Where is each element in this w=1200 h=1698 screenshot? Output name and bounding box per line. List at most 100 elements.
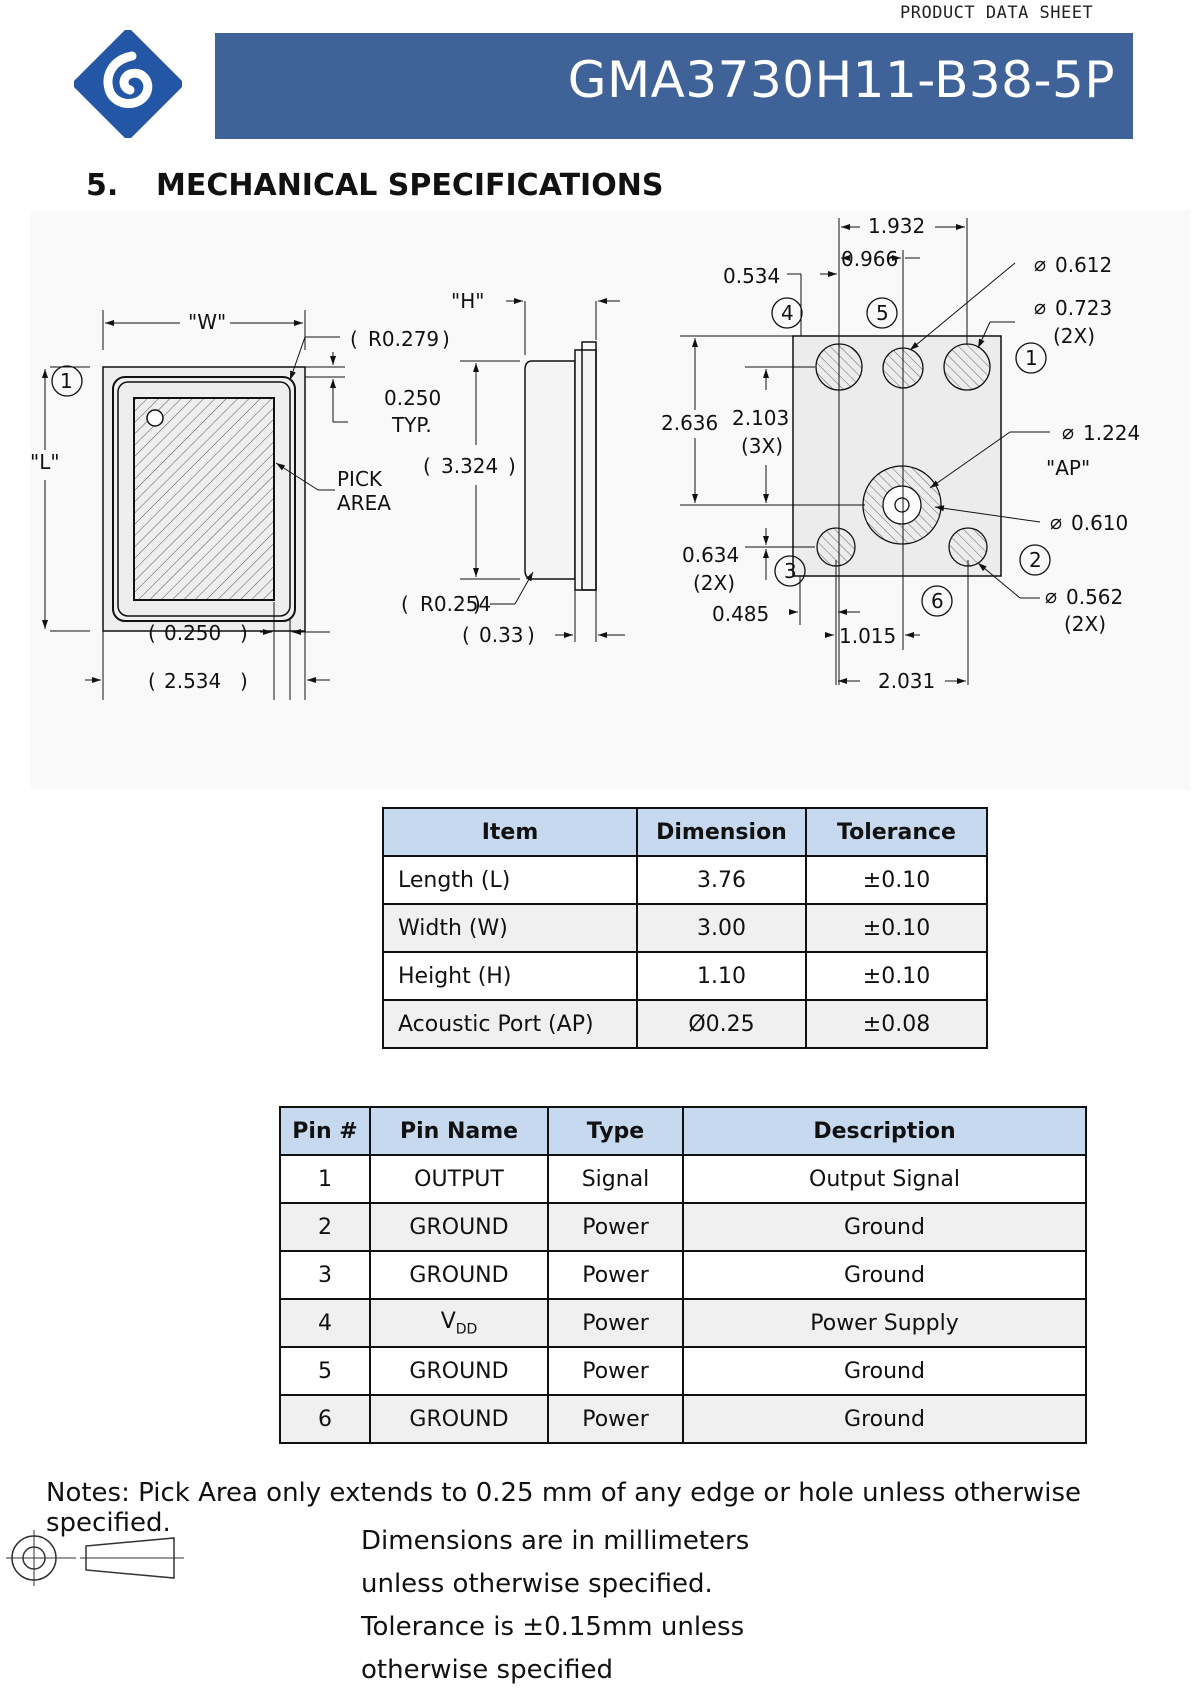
- table-row: Length (L) 3.76 ±0.10: [382, 855, 988, 905]
- svg-text:"L": "L": [30, 450, 60, 474]
- pin-table: Pin # Pin Name Type Description 1 OUTPUT…: [279, 1106, 1087, 1444]
- pin-description-cell: Ground: [682, 1202, 1087, 1252]
- column-header: Description: [682, 1106, 1087, 1156]
- table-row: Width (W) 3.00 ±0.10: [382, 903, 988, 953]
- note-line: Dimensions are in millimeters: [361, 1526, 750, 1556]
- pin-description-cell: Power Supply: [682, 1298, 1087, 1348]
- svg-text:(: (: [148, 621, 156, 645]
- pin-name-cell: GROUND: [369, 1250, 549, 1300]
- svg-text:(: (: [423, 454, 431, 478]
- svg-text:0.610: 0.610: [1071, 511, 1128, 535]
- svg-text:): ): [473, 592, 481, 616]
- svg-text:0.966: 0.966: [841, 247, 898, 271]
- pin-number-cell: 4: [279, 1298, 371, 1348]
- svg-text:0.534: 0.534: [723, 264, 780, 288]
- column-header: Tolerance: [805, 807, 988, 857]
- item-cell: Acoustic Port (AP): [382, 999, 638, 1049]
- pin-description-cell: Ground: [682, 1346, 1087, 1396]
- projection-symbol-icon: [6, 1530, 184, 1586]
- svg-text:"H": "H": [451, 289, 484, 313]
- pin-name-cell: GROUND: [369, 1202, 549, 1252]
- top-view-labels: "W" "L" 1 R0.279 0.250 TYP. PICK AREA 0.…: [30, 310, 450, 693]
- dimension-cell: Ø0.25: [636, 999, 807, 1049]
- pin-description-cell: Ground: [682, 1394, 1087, 1444]
- svg-text:1.224: 1.224: [1083, 421, 1140, 445]
- svg-text:): ): [240, 669, 248, 693]
- column-header: Pin #: [279, 1106, 371, 1156]
- column-header: Item: [382, 807, 638, 857]
- svg-text:3: 3: [784, 559, 797, 583]
- table-row: 1 OUTPUT Signal Output Signal: [279, 1154, 1087, 1204]
- svg-text:(3X): (3X): [741, 434, 783, 458]
- notes-text: Notes: Pick Area only extends to 0.25 mm…: [46, 1478, 1081, 1538]
- title-banner: GMA3730H11-B38-5P: [215, 33, 1133, 139]
- tolerance-cell: ±0.10: [805, 855, 988, 905]
- dimension-cell: 3.00: [636, 903, 807, 953]
- section-title: MECHANICAL SPECIFICATIONS: [156, 168, 664, 203]
- svg-text:): ): [527, 623, 535, 647]
- svg-text:2.636: 2.636: [661, 411, 718, 435]
- dimension-cell: 1.10: [636, 951, 807, 1001]
- svg-text:⌀: ⌀: [1062, 420, 1074, 444]
- pin-type-cell: Power: [547, 1346, 684, 1396]
- pin-name-cell: OUTPUT: [369, 1154, 549, 1204]
- table-row: 2 GROUND Power Ground: [279, 1202, 1087, 1252]
- svg-text:0.723: 0.723: [1055, 296, 1112, 320]
- svg-text:0.612: 0.612: [1055, 253, 1112, 277]
- pin-table-header: Pin # Pin Name Type Description: [279, 1106, 1087, 1156]
- svg-text:3.324: 3.324: [441, 454, 498, 478]
- svg-text:0.250: 0.250: [384, 386, 441, 410]
- svg-text:R0.254: R0.254: [420, 592, 491, 616]
- svg-text:(2X): (2X): [1064, 612, 1106, 636]
- svg-text:6: 6: [931, 589, 944, 613]
- svg-text:⌀: ⌀: [1034, 252, 1046, 276]
- svg-text:(: (: [401, 592, 409, 616]
- svg-text:2: 2: [1029, 548, 1042, 572]
- svg-text:0.634: 0.634: [682, 543, 739, 567]
- table-row: 6 GROUND Power Ground: [279, 1394, 1087, 1444]
- item-cell: Width (W): [382, 903, 638, 953]
- pin-type-cell: Power: [547, 1250, 684, 1300]
- table-row: Acoustic Port (AP) Ø0.25 ±0.08: [382, 999, 988, 1049]
- bottom-view: [680, 218, 1051, 685]
- svg-text:2.534: 2.534: [164, 669, 221, 693]
- svg-text:TYP.: TYP.: [391, 413, 432, 437]
- side-view: [460, 298, 625, 642]
- svg-text:2.103: 2.103: [732, 406, 789, 430]
- pin-number-cell: 1: [279, 1154, 371, 1204]
- svg-text:(2X): (2X): [693, 571, 735, 595]
- svg-text:⌀: ⌀: [1050, 510, 1062, 534]
- item-cell: Height (H): [382, 951, 638, 1001]
- bottom-view-labels: 1.932 0.966 0.534 ⌀ 0.612 ⌀ 0.723 (2X) ⌀…: [661, 214, 1140, 693]
- doc-type-label: PRODUCT DATA SHEET: [900, 3, 1094, 23]
- pin-type-cell: Power: [547, 1298, 684, 1348]
- note-line: otherwise specified: [361, 1655, 614, 1685]
- pin-number-cell: 3: [279, 1250, 371, 1300]
- svg-text:0.562: 0.562: [1066, 585, 1123, 609]
- side-view-labels: "H" 3.324 R0.254 0.33 ( ) ( ) ( ): [401, 289, 535, 647]
- svg-text:⌀: ⌀: [1034, 295, 1046, 319]
- top-view: [42, 310, 348, 700]
- pin-name-main: V: [440, 1308, 456, 1334]
- pin-description-cell: Output Signal: [682, 1154, 1087, 1204]
- note-line: Tolerance is ±0.15mm unless: [361, 1612, 745, 1642]
- table-row: Height (H) 1.10 ±0.10: [382, 951, 988, 1001]
- svg-text:): ): [240, 621, 248, 645]
- table-row: 3 GROUND Power Ground: [279, 1250, 1087, 1300]
- pin-number-cell: 6: [279, 1394, 371, 1444]
- pin-type-cell: Power: [547, 1394, 684, 1444]
- svg-text:1.015: 1.015: [839, 624, 896, 648]
- item-cell: Length (L): [382, 855, 638, 905]
- dimension-table: Item Dimension Tolerance Length (L) 3.76…: [382, 807, 988, 1049]
- svg-text:AREA: AREA: [337, 491, 391, 515]
- pin-name-cell: GROUND: [369, 1346, 549, 1396]
- svg-text:4: 4: [781, 301, 794, 325]
- svg-text:(: (: [462, 623, 470, 647]
- svg-text:0.33: 0.33: [479, 623, 524, 647]
- table-row: 4 VDD Power Power Supply: [279, 1298, 1087, 1348]
- pin-name-cell: VDD: [369, 1298, 549, 1348]
- svg-text:2.031: 2.031: [878, 669, 935, 693]
- table-row: 5 GROUND Power Ground: [279, 1346, 1087, 1396]
- drawing-svg: "W" "L" 1 R0.279 0.250 TYP. PICK AREA 0.…: [30, 214, 1140, 700]
- svg-text:): ): [508, 454, 516, 478]
